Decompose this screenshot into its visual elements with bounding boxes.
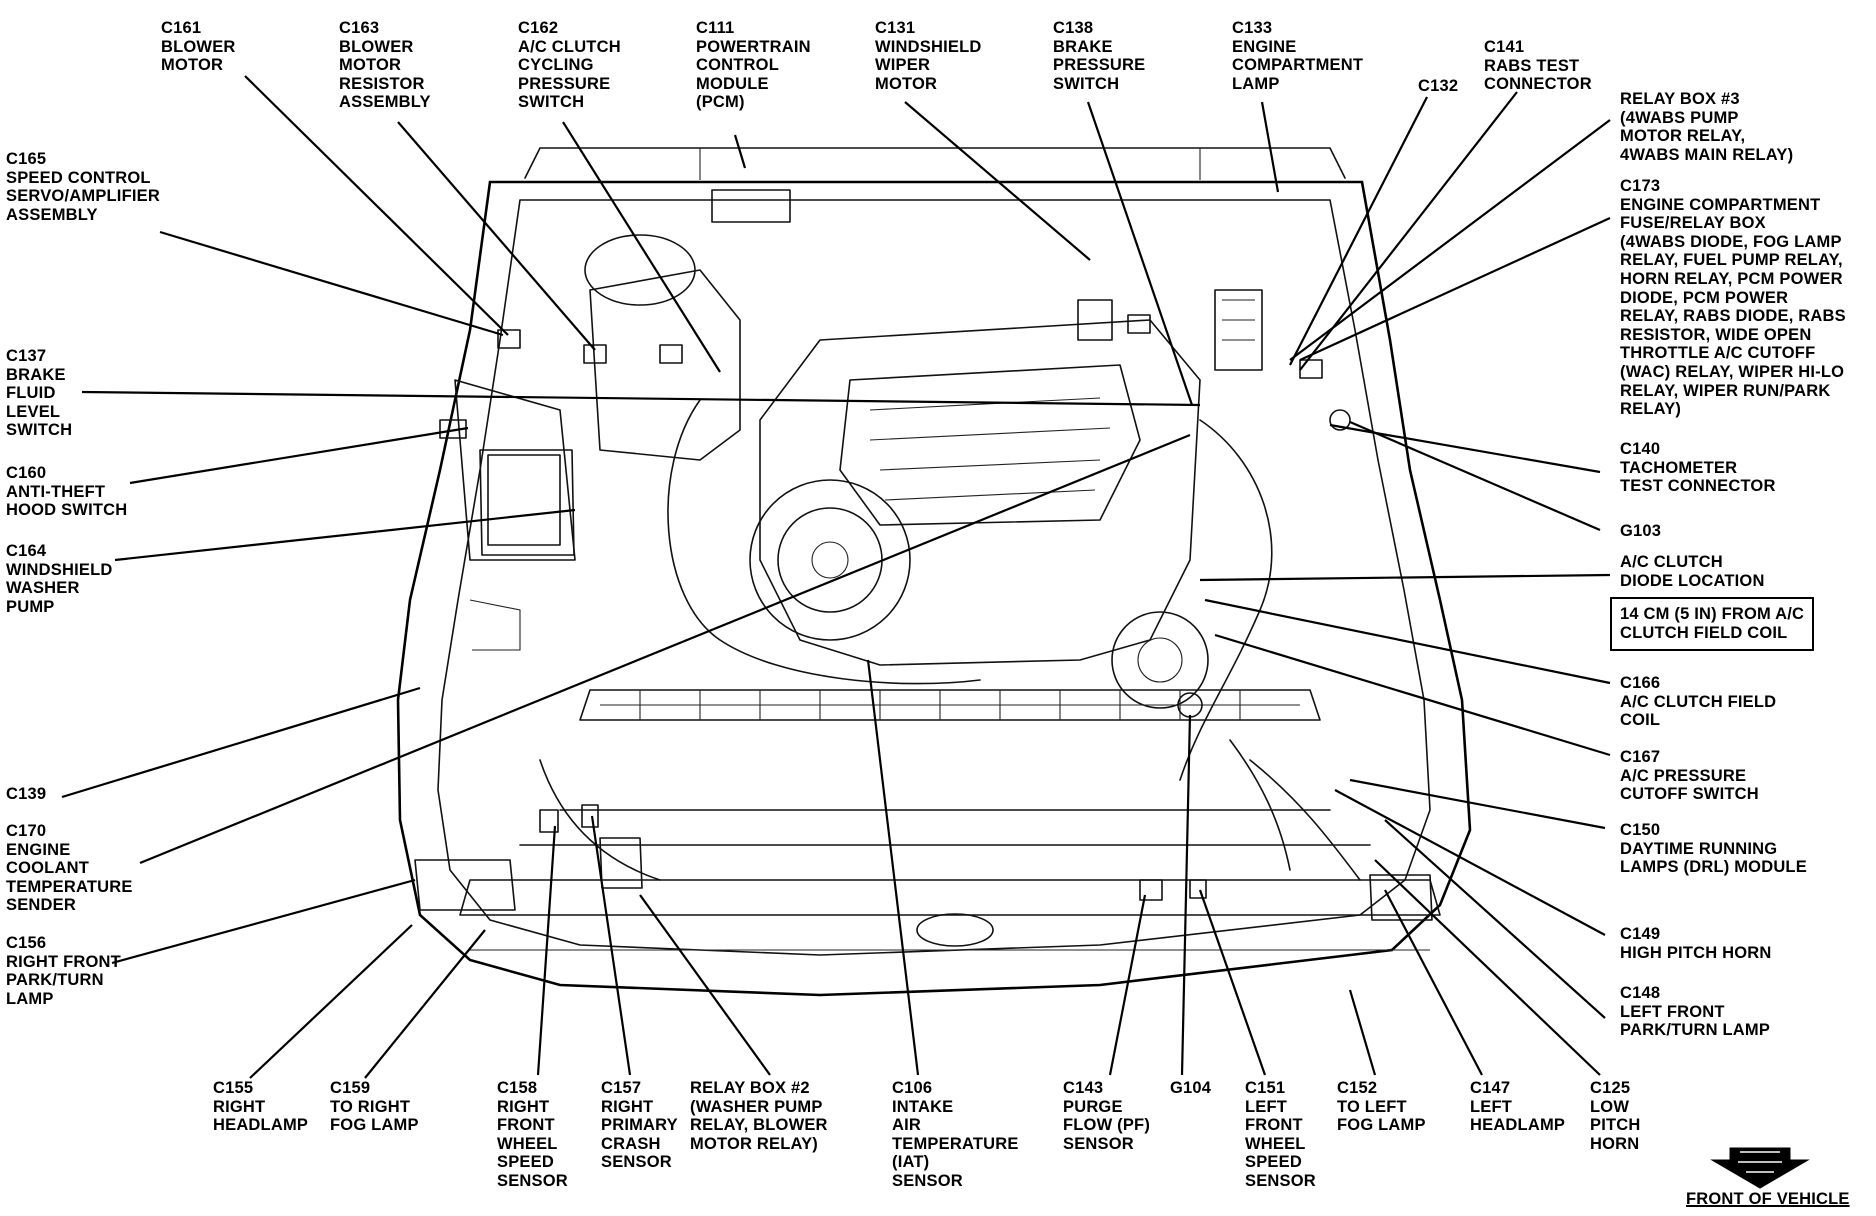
label-c162-ac-clutch-cycling-switch: C162 A/C CLUTCH CYCLING PRESSURE SWITCH [518,19,621,112]
label-c106-iat-sensor: C106 INTAKE AIR TEMPERATURE (IAT) SENSOR [892,1079,1019,1190]
label-c163-blower-motor-resistor: C163 BLOWER MOTOR RESISTOR ASSEMBLY [339,19,431,112]
label-c159-to-right-fog-lamp: C159 TO RIGHT FOG LAMP [330,1079,419,1135]
label-c157-right-primary-crash: C157 RIGHT PRIMARY CRASH SENSOR [601,1079,678,1172]
label-c132: C132 [1418,77,1459,95]
label-c166-ac-clutch-field-coil: C166 A/C CLUTCH FIELD COIL [1620,674,1777,730]
label-c151-left-front-wheel-speed: C151 LEFT FRONT WHEEL SPEED SENSOR [1245,1079,1316,1190]
label-c152-to-left-fog-lamp: C152 TO LEFT FOG LAMP [1337,1079,1426,1135]
label-c137-brake-fluid-level: C137 BRAKE FLUID LEVEL SWITCH [6,347,73,440]
label-c155-right-headlamp: C155 RIGHT HEADLAMP [213,1079,309,1135]
label-c173-fuse-relay-box: C173 ENGINE COMPARTMENT FUSE/RELAY BOX (… [1620,177,1846,419]
label-g103: G103 [1620,522,1662,540]
label-relay-box-2: RELAY BOX #2 (WASHER PUMP RELAY, BLOWER … [690,1079,828,1153]
label-g104: G104 [1170,1079,1212,1097]
label-c149-high-pitch-horn: C149 HIGH PITCH HORN [1620,925,1772,962]
down-arrow-icon [1710,1147,1810,1189]
label-c165-speed-control: C165 SPEED CONTROL SERVO/AMPLIFIER ASSEM… [6,150,160,224]
label-c148-left-front-park-turn: C148 LEFT FRONT PARK/TURN LAMP [1620,984,1771,1040]
label-c147-left-headlamp: C147 LEFT HEADLAMP [1470,1079,1566,1135]
label-c167-ac-pressure-cutoff: C167 A/C PRESSURE CUTOFF SWITCH [1620,748,1759,804]
note-ac-clutch-diode-distance: 14 CM (5 IN) FROM A/C CLUTCH FIELD COIL [1610,597,1815,651]
label-c131-wiper-motor: C131 WINDSHIELD WIPER MOTOR [875,19,982,93]
front-of-vehicle-label: FRONT OF VEHICLE [1686,1190,1850,1208]
label-c133-engine-compartment-lamp: C133 ENGINE COMPARTMENT LAMP [1232,19,1364,93]
label-c125-low-pitch-horn: C125 LOW PITCH HORN [1590,1079,1641,1153]
label-ac-clutch-diode-location: A/C CLUTCH DIODE LOCATION [1620,553,1765,590]
label-c111-pcm: C111 POWERTRAIN CONTROL MODULE (PCM) [696,19,811,112]
label-relay-box-3: RELAY BOX #3 (4WABS PUMP MOTOR RELAY, 4W… [1620,90,1794,164]
label-c138-brake-pressure-switch: C138 BRAKE PRESSURE SWITCH [1053,19,1146,93]
label-c160-anti-theft-hood-switch: C160 ANTI-THEFT HOOD SWITCH [6,464,128,520]
label-c150-drl-module: C150 DAYTIME RUNNING LAMPS (DRL) MODULE [1620,821,1807,877]
label-c139: C139 [6,785,47,803]
label-c170-coolant-temp-sender: C170 ENGINE COOLANT TEMPERATURE SENDER [6,822,133,915]
label-c141-rabs-test-connector: C141 RABS TEST CONNECTOR [1484,38,1592,94]
label-c158-right-front-wheel-speed: C158 RIGHT FRONT WHEEL SPEED SENSOR [497,1079,568,1190]
label-c143-purge-flow-sensor: C143 PURGE FLOW (PF) SENSOR [1063,1079,1151,1153]
label-c161-blower-motor: C161 BLOWER MOTOR [161,19,236,75]
label-c140-tachometer-test: C140 TACHOMETER TEST CONNECTOR [1620,440,1776,496]
label-c156-right-front-park-turn: C156 RIGHT FRONT PARK/TURN LAMP [6,934,121,1008]
label-c164-washer-pump: C164 WINDSHIELD WASHER PUMP [6,542,113,616]
